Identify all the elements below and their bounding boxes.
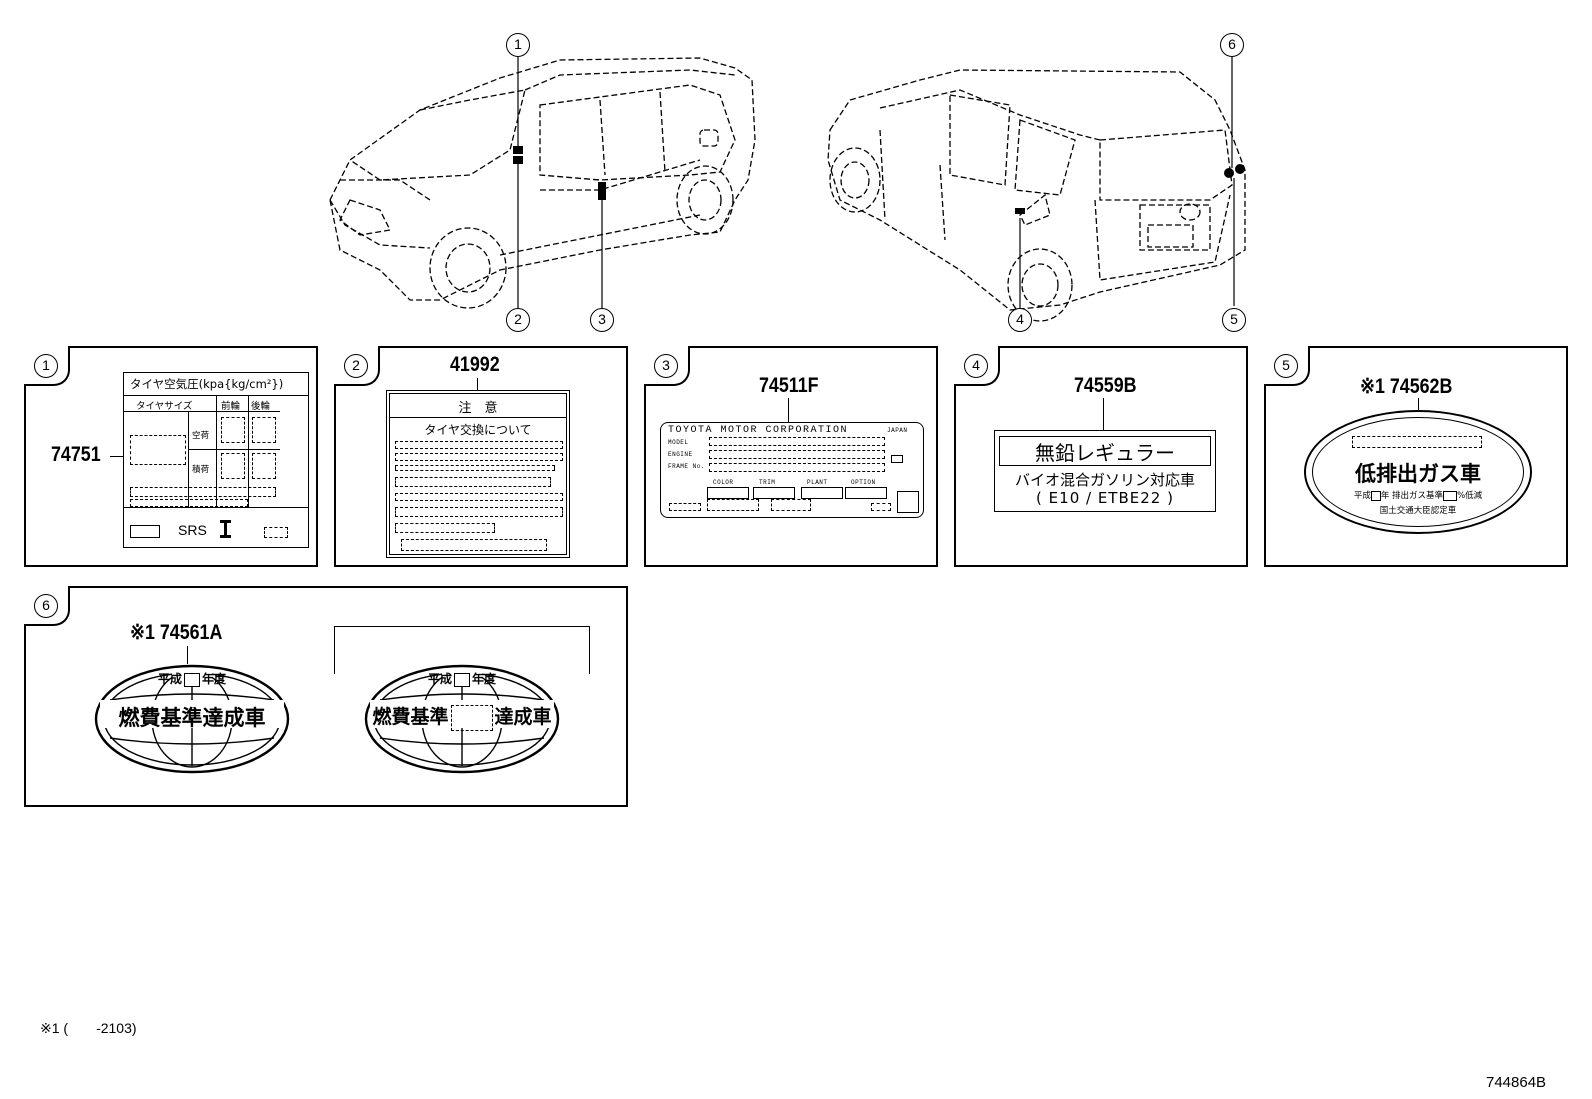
part-number: 74751 (51, 443, 101, 466)
row-empty: 空荷 (192, 431, 210, 441)
maker: TOYOTA MOTOR CORPORATION (668, 425, 849, 436)
panel-number: 4 (964, 354, 988, 378)
label-option: OPTION (851, 479, 876, 486)
country: JAPAN (887, 427, 908, 434)
emblem-a-main: 燃費基準達成車 (118, 706, 266, 730)
label-color: COLOR (713, 479, 734, 486)
part-number: 41992 (450, 353, 500, 376)
panel-tab: 5 (1264, 346, 1310, 386)
main-a: 燃費基準 (372, 706, 449, 728)
panel-number: 3 (654, 354, 678, 378)
col-rear: 後輪 (251, 401, 271, 412)
panel-caution-label: 2 41992 注 意 タイヤ交換について (334, 346, 628, 567)
panel-tab: 4 (954, 346, 1000, 386)
callout-6: 6 (1220, 33, 1244, 57)
fuel-line1: 無鉛レギュラー (1035, 441, 1175, 465)
panel-tab: 6 (24, 586, 70, 626)
leader-line (110, 456, 124, 457)
panel-number: 2 (344, 354, 368, 378)
part-number: 74559B (1074, 374, 1137, 397)
panel-number: 1 (34, 354, 58, 378)
callout-1: 1 (506, 33, 530, 57)
panel-fuel-label: 4 74559B 無鉛レギュラー バイオ混合ガソリン対応車 ( E10 / ET… (954, 346, 1248, 567)
label-engine: ENGINE (668, 451, 693, 458)
srs-text: SRS (178, 522, 207, 538)
fuel-sticker: 無鉛レギュラー バイオ混合ガソリン対応車 ( E10 / ETBE22 ) (994, 430, 1216, 512)
col-front: 前輪 (221, 401, 241, 412)
low-emission-sticker: 低排出ガス車 平成年 排出ガス基準 %低減 国土交通大臣認定車 (1304, 410, 1532, 534)
callout-4: 4 (1008, 308, 1032, 332)
row-loaded: 積荷 (192, 465, 210, 475)
panel-tab: 3 (644, 346, 690, 386)
emission-era: 平成 (1353, 491, 1371, 501)
vin-plate: TOYOTA MOTOR CORPORATION JAPAN MODEL ENG… (660, 422, 924, 518)
caution-subheading: タイヤ交換について (424, 423, 532, 437)
emblem-a-year: 平成 年度 (94, 670, 290, 687)
panel-fuel-economy-label: 6 ※1 74561A 平成 年度 燃費基準 達成車 (24, 586, 628, 807)
year-label: 年度 (202, 672, 227, 686)
label-model: MODEL (668, 439, 689, 446)
part-number: ※1 74562B (1360, 375, 1453, 398)
emission-sub1: 平成年 排出ガス基準 %低減 (1306, 489, 1530, 501)
fuel-line3: ( E10 / ETBE22 ) (1036, 489, 1174, 507)
emission-standard: 年 排出ガス基準 (1380, 491, 1444, 501)
callout-2: 2 (506, 308, 530, 332)
callout-3: 3 (590, 308, 614, 332)
variant-bracket (334, 626, 590, 674)
callout-5: 5 (1222, 308, 1246, 332)
panel-tab: 1 (24, 346, 70, 386)
panel-low-emission-label: 5 ※1 74562B 低排出ガス車 平成年 排出ガス基準 %低減 国土交通大臣認… (1264, 346, 1568, 567)
footnote: ※1 ( -2103) (40, 1020, 137, 1036)
caution-sticker: 注 意 タイヤ交換について (386, 390, 570, 558)
label-plant: PLANT (807, 479, 828, 486)
tire-pressure-sticker: タイヤ空気圧(kpa{kg/cm²}) タイヤサイズ 前輪 後輪 空荷 積荷 S… (123, 372, 309, 548)
panel-tire-pressure-label: 1 74751 タイヤ空気圧(kpa{kg/cm²}) タイヤサイズ 前輪 後輪… (24, 346, 318, 567)
fuel-economy-emblem-b: 平成 年度 燃費基準 達成車 (364, 664, 560, 774)
panel-number: 5 (1274, 354, 1298, 378)
emission-main: 低排出ガス車 (1355, 462, 1481, 486)
part-number: ※1 74561A (130, 621, 223, 644)
main-b: 達成車 (494, 706, 552, 728)
emblem-b-year: 平成 年度 (364, 670, 560, 687)
year-label: 年度 (472, 672, 497, 686)
panel-tab: 2 (334, 346, 380, 386)
part-number: 74511F (759, 374, 819, 397)
panel-vin-plate: 3 74511F TOYOTA MOTOR CORPORATION JAPAN … (644, 346, 938, 567)
caution-heading: 注 意 (458, 401, 498, 416)
fuel-economy-emblem-a: 平成 年度 燃費基準達成車 (94, 664, 290, 774)
vehicle-front-view (329, 56, 1246, 322)
label-frame: FRAME No. (668, 463, 705, 470)
srs-bar (224, 520, 227, 537)
era-label: 平成 (157, 672, 182, 686)
sticker-title: タイヤ空気圧(kpa{kg/cm²}) (130, 377, 284, 391)
era-label: 平成 (427, 672, 452, 686)
col-tire-size: タイヤサイズ (136, 401, 193, 412)
label-trim: TRIM (759, 479, 776, 486)
panel-number: 6 (34, 594, 58, 618)
emblem-b-main: 燃費基準 達成車 (364, 702, 560, 731)
fuel-line2: バイオ混合ガソリン対応車 (1014, 471, 1195, 489)
emission-sub2: 国土交通大臣認定車 (1379, 506, 1457, 516)
diagram-id: 744864B (1486, 1074, 1547, 1091)
emission-reduction: %低減 (1457, 491, 1483, 501)
